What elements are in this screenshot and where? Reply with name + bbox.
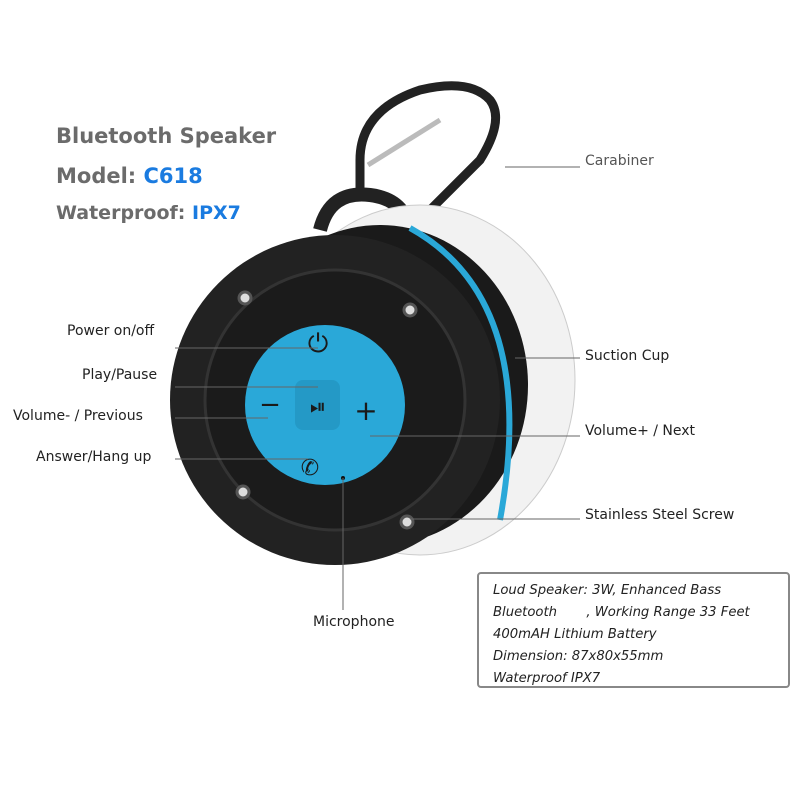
- plus-icon: +: [354, 394, 377, 427]
- callout-screw: Stainless Steel Screw: [585, 507, 735, 523]
- model-line: Model: C618: [56, 164, 203, 188]
- callout-answer: Answer/Hang up: [36, 449, 152, 465]
- callout-carabiner: Carabiner: [585, 153, 654, 169]
- screws: [235, 290, 418, 530]
- model-value: C618: [143, 164, 203, 188]
- minus-icon: −: [259, 390, 281, 420]
- waterproof-line: Waterproof: IPX7: [56, 202, 241, 224]
- power-icon: ⏻: [308, 329, 329, 359]
- carabiner-icon: [355, 81, 501, 214]
- spec-line: Dimension: 87x80x55mm: [493, 649, 664, 664]
- waterproof-label: Waterproof:: [56, 202, 186, 224]
- leader-lines: [175, 166, 580, 610]
- spec-line: Bluetooth , Working Range 33 Feet: [493, 605, 750, 620]
- spec-line: Loud Speaker: 3W, Enhanced Bass: [493, 583, 722, 598]
- play-pause-icon: ⏯: [310, 394, 326, 418]
- specs-box: Loud Speaker: 3W, Enhanced Bass Bluetoot…: [477, 572, 790, 688]
- waterproof-value: IPX7: [192, 202, 241, 224]
- callout-volume-minus: Volume- / Previous: [13, 408, 143, 424]
- model-label: Model:: [56, 164, 137, 188]
- spec-line: Waterproof IPX7: [493, 671, 601, 686]
- product-title: Bluetooth Speaker: [56, 124, 277, 148]
- callout-suction-cup: Suction Cup: [585, 348, 670, 364]
- spec-line: 400mAH Lithium Battery: [493, 627, 657, 642]
- callout-play: Play/Pause: [82, 367, 158, 383]
- callout-power: Power on/off: [67, 323, 155, 339]
- phone-icon: ✆: [301, 456, 319, 481]
- callout-volume-plus: Volume+ / Next: [585, 423, 696, 439]
- callout-microphone: Microphone: [313, 614, 395, 630]
